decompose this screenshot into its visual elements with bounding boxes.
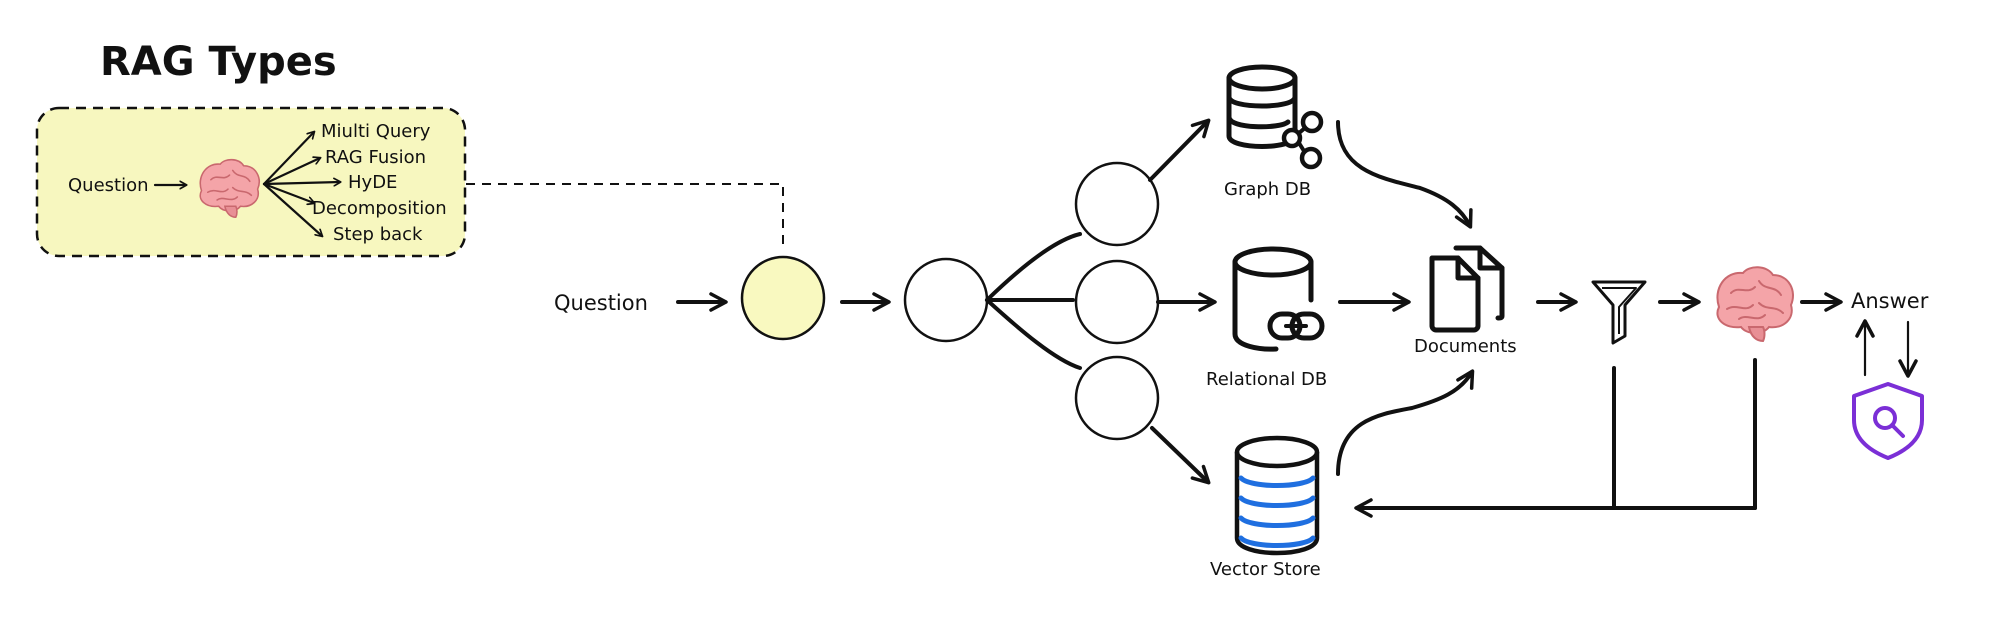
routing-node <box>903 257 989 343</box>
branch-to-vector <box>985 298 1082 370</box>
filter-icon <box>1591 280 1647 345</box>
answer-label: Answer <box>1851 289 1929 313</box>
vector-query-node <box>1074 355 1160 441</box>
branch-to-graph <box>985 232 1082 302</box>
graph-db-icon <box>1226 64 1324 170</box>
graph-query-node <box>1074 161 1160 247</box>
vector-store-label: Vector Store <box>1210 559 1321 580</box>
diagram-title: RAG Types <box>100 39 337 85</box>
documents-icon <box>1429 245 1505 333</box>
arrow-vector-to-docs <box>1336 369 1475 476</box>
vector-store-icon <box>1234 435 1320 556</box>
graph-db-label: Graph DB <box>1224 179 1311 200</box>
technique-hyde: HyDE <box>348 172 397 193</box>
documents-label: Documents <box>1414 336 1517 357</box>
question-label: Question <box>554 291 648 315</box>
dashed-connector <box>466 183 784 250</box>
technique-step-back: Step back <box>333 224 423 245</box>
relational-db-label: Relational DB <box>1206 369 1327 390</box>
arrow-graph-to-docs <box>1336 120 1473 229</box>
shield-search-icon <box>1852 382 1924 460</box>
arrow-to-vector-store <box>1150 426 1211 485</box>
sql-query-node <box>1074 259 1160 345</box>
arrow-to-graph-db <box>1148 118 1211 182</box>
query-translation-node <box>740 255 826 341</box>
box-question-label: Question <box>68 175 149 196</box>
technique-multi-query: Miulti Query <box>321 121 431 142</box>
llm-brain-icon <box>1716 266 1794 342</box>
technique-decomposition: Decomposition <box>312 198 447 219</box>
query-translation-box: Question Miulti Query RAG Fusion HyDE De… <box>35 106 467 258</box>
relational-db-icon <box>1232 246 1325 352</box>
technique-rag-fusion: RAG Fusion <box>325 147 426 168</box>
